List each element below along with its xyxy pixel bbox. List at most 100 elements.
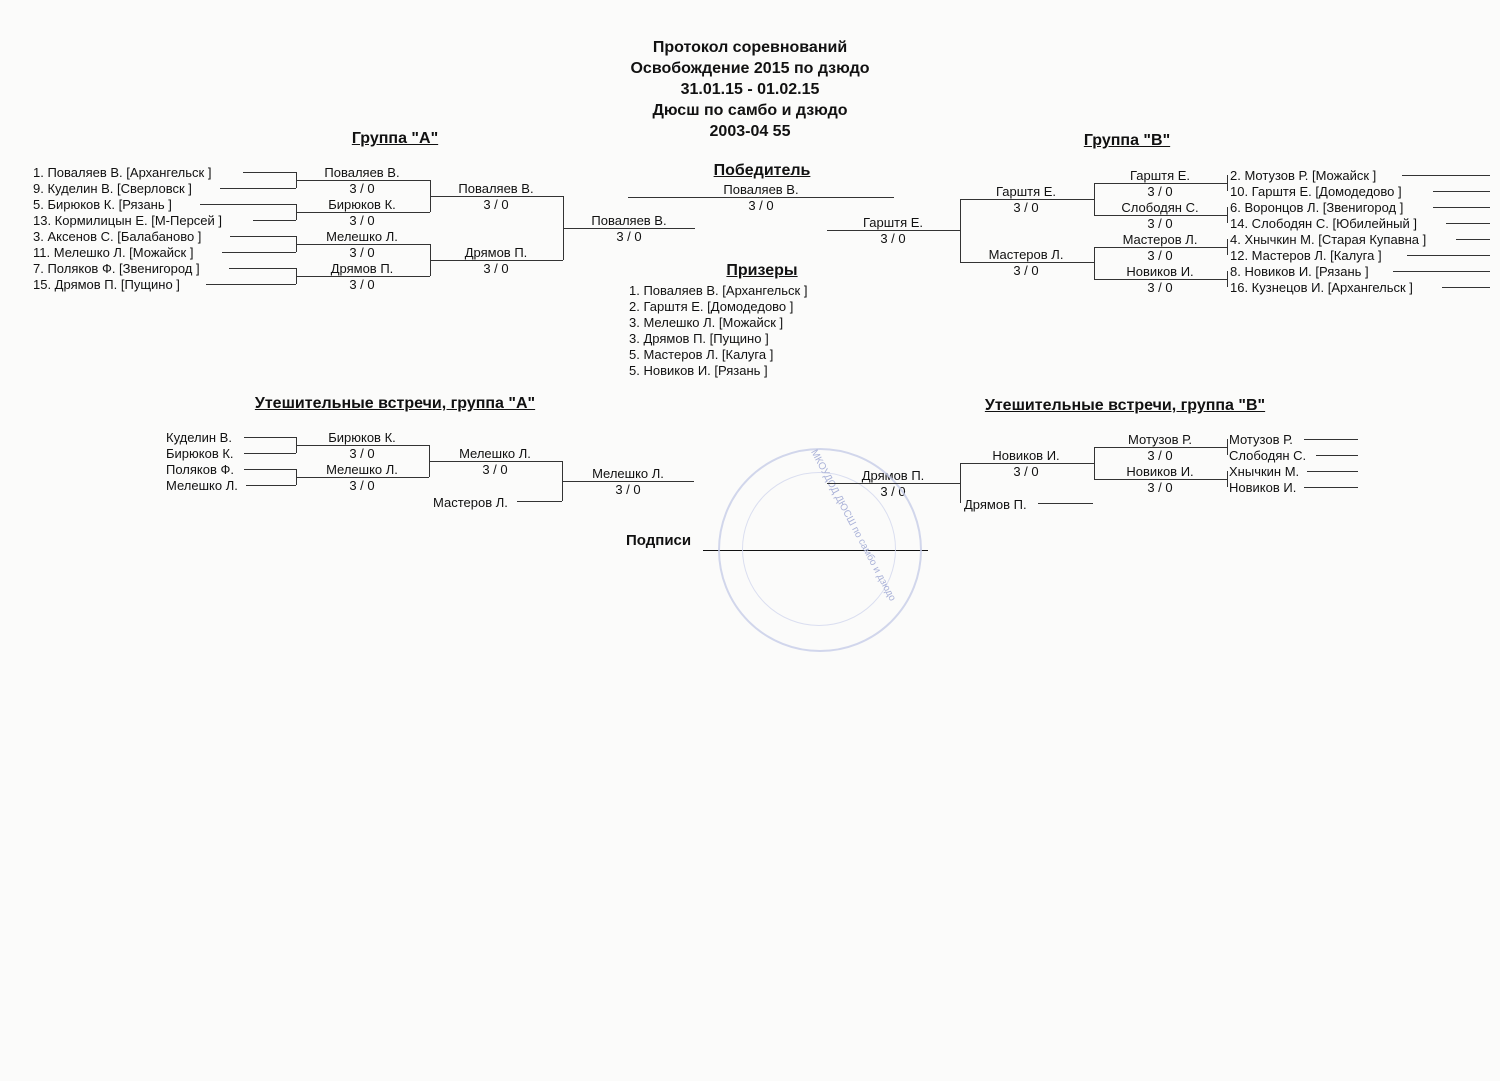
- cons-r2-score: 3 / 0: [349, 478, 375, 493]
- bracket-line: [1446, 223, 1490, 224]
- bracket-line: [253, 220, 296, 221]
- cons-r2-name: Мелешко Л.: [326, 462, 398, 477]
- cons-bye: Мастеров Л.: [433, 495, 508, 510]
- entrant: 3. Аксенов С. [Балабаново ]: [33, 229, 202, 244]
- bracket-line: [229, 268, 296, 269]
- r2-name: Дрямов П.: [330, 261, 394, 276]
- r2-score: 3 / 0: [1147, 216, 1173, 231]
- official-stamp: [718, 448, 922, 652]
- bracket-line: [244, 453, 296, 454]
- entrant: 7. Поляков Ф. [Звенигород ]: [33, 261, 200, 276]
- bracket-line: [1094, 183, 1095, 215]
- r3-score: 3 / 0: [1013, 263, 1039, 278]
- cons-entrant: Слободян С.: [1229, 448, 1307, 463]
- bracket-line: [296, 212, 430, 213]
- bracket-line: [517, 501, 562, 502]
- bracket-line: [1227, 175, 1228, 191]
- bracket-line: [1304, 487, 1358, 488]
- bracket-line: [1456, 239, 1490, 240]
- bracket-line: [1038, 503, 1093, 504]
- cons-r3-name: Новиков И.: [992, 448, 1060, 463]
- header-line: Протокол соревнований: [652, 39, 848, 56]
- bracket-line: [296, 244, 430, 245]
- r3-score: 3 / 0: [1013, 200, 1039, 215]
- bracket-line: [430, 260, 563, 261]
- r2-name: Новиков И.: [1126, 264, 1194, 279]
- entrant: 13. Кормилицын Е. [М-Персей ]: [33, 213, 223, 228]
- bracket-line: [244, 437, 296, 438]
- header-line: Освобождение 2015 по дзюдо: [630, 60, 870, 77]
- winner-name: Поваляев В.: [723, 182, 799, 197]
- entrant: 1. Поваляев В. [Архангельск ]: [33, 165, 212, 180]
- bracket-line: [1393, 271, 1490, 272]
- bracket-line: [1094, 183, 1227, 184]
- cons-r3-score: 3 / 0: [482, 462, 508, 477]
- bracket-line: [429, 461, 562, 462]
- r2-name: Поваляев В.: [324, 165, 400, 180]
- r3-score: 3 / 0: [483, 197, 509, 212]
- cons-entrant: Новиков И.: [1229, 480, 1297, 495]
- r2-score: 3 / 0: [349, 245, 375, 260]
- r2-score: 3 / 0: [1147, 184, 1173, 199]
- prize-item: 5. Мастеров Л. [Калуга ]: [629, 347, 774, 362]
- cons-entrant: Мелешко Л.: [166, 478, 238, 493]
- bracket-line: [1433, 207, 1490, 208]
- bracket-line: [960, 199, 1094, 200]
- cons-r2-score: 3 / 0: [1147, 480, 1173, 495]
- bracket-line: [296, 477, 429, 478]
- r3-score: 3 / 0: [483, 261, 509, 276]
- entrant: 5. Бирюков К. [Рязань ]: [33, 197, 172, 212]
- r2-score: 3 / 0: [349, 213, 375, 228]
- bracket-line: [1407, 255, 1490, 256]
- entrant: 6. Воронцов Л. [Звенигород ]: [1230, 200, 1404, 215]
- prize-item: 3. Дрямов П. [Пущино ]: [629, 331, 769, 346]
- r4-name: Гарштя Е.: [862, 215, 924, 230]
- bracket-line: [1316, 455, 1358, 456]
- bracket-line: [244, 469, 296, 470]
- r2-score: 3 / 0: [349, 277, 375, 292]
- bracket-line: [1402, 175, 1490, 176]
- r2-score: 3 / 0: [1147, 248, 1173, 263]
- cons-b-title: Утешительные встречи, группа "В": [984, 397, 1266, 414]
- bracket-line: [243, 172, 296, 173]
- bracket-line: [1227, 271, 1228, 287]
- cons-entrant: Мотузов Р.: [1229, 432, 1293, 447]
- bracket-line: [1227, 471, 1228, 487]
- bracket-line: [960, 463, 1094, 464]
- bracket-line: [1433, 191, 1490, 192]
- prize-item: 3. Мелешко Л. [Можайск ]: [629, 315, 784, 330]
- bracket-line: [562, 481, 694, 482]
- r2-name: Гарштя Е.: [1129, 168, 1191, 183]
- entrant: 12. Мастеров Л. [Калуга ]: [1230, 248, 1382, 263]
- bracket-line: [246, 485, 296, 486]
- winner-score: 3 / 0: [748, 198, 774, 213]
- cons-entrant: Куделин В.: [166, 430, 232, 445]
- bracket-line: [827, 230, 960, 231]
- bracket-line: [200, 204, 296, 205]
- bracket-line: [1094, 447, 1095, 479]
- r3-name: Гарштя Е.: [995, 184, 1057, 199]
- entrant: 9. Куделин В. [Сверловск ]: [33, 181, 192, 196]
- bracket-line: [1227, 439, 1228, 455]
- group-b-title: Группа "В": [1083, 132, 1171, 149]
- bracket-line: [1094, 479, 1227, 480]
- cons-final-name: Мелешко Л.: [592, 466, 664, 481]
- bracket-line: [296, 445, 429, 446]
- bracket-line: [1094, 447, 1227, 448]
- bracket-line: [220, 188, 296, 189]
- signature-label: Подписи: [626, 532, 692, 549]
- cons-bye: Дрямов П.: [964, 497, 1027, 512]
- cons-r3-name: Мелешко Л.: [459, 446, 531, 461]
- bracket-line: [960, 199, 961, 262]
- bracket-line: [1094, 247, 1095, 279]
- bracket-line: [1307, 471, 1358, 472]
- entrant: 2. Мотузов Р. [Можайск ]: [1230, 168, 1377, 183]
- cons-r2-name: Новиков И.: [1126, 464, 1194, 479]
- r2-score: 3 / 0: [1147, 280, 1173, 295]
- r3-name: Мастеров Л.: [988, 247, 1064, 262]
- bracket-line: [430, 196, 563, 197]
- bracket-line: [1227, 207, 1228, 223]
- bracket-line: [206, 284, 296, 285]
- entrant: 15. Дрямов П. [Пущино ]: [33, 277, 180, 292]
- r4-score: 3 / 0: [880, 231, 906, 246]
